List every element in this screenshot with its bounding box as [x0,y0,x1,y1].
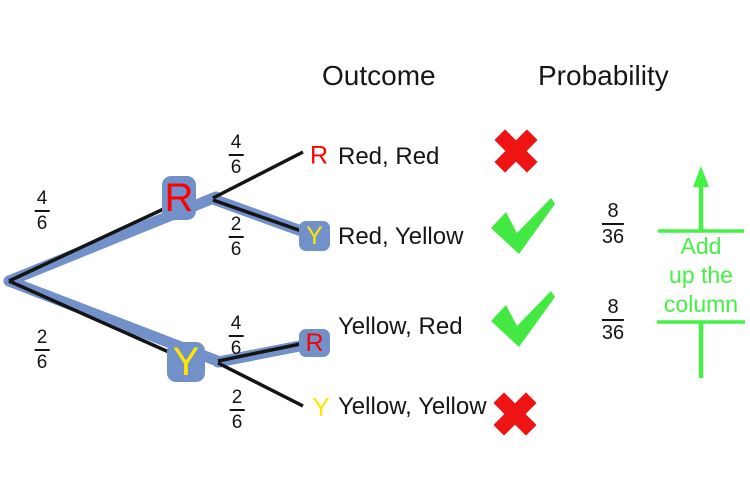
fraction-root-top: 4 6 [34,189,50,234]
fraction-denominator: 6 [231,412,243,433]
fraction-numerator: 4 [34,189,50,212]
fraction-numerator: 2 [229,388,245,411]
cross-icon [493,392,537,436]
node-letter: R [305,328,324,357]
annotation-line-2: up the [669,262,733,288]
fraction-root-bottom: 2 6 [34,328,50,373]
annotation-line-3: column [663,291,739,317]
fraction-numerator: 2 [34,328,50,351]
probability-column-header: Probability [538,60,669,91]
fraction-denominator: 6 [36,213,48,234]
fraction-denominator: 6 [230,239,242,260]
node-letter: Y [172,340,200,384]
branch-R-to-RedRed [212,150,304,200]
branch-R-to-RedYellow [212,198,311,236]
outcome-label-yellow-yellow: Yellow, Yellow [338,393,487,420]
fraction-denominator: 6 [230,157,242,178]
fraction-denominator: 6 [36,352,48,373]
branch-root-to-R [8,198,184,283]
node-Y-red-yellow: Y [299,221,330,251]
fraction-denominator: 36 [601,322,625,344]
branch-Y-to-YellowRed [217,340,311,363]
node-Y-level1: Y [167,342,205,382]
node-letter: R [164,176,194,220]
outcome-column-header: Outcome [322,60,436,91]
fraction-R-bottom: 2 6 [228,215,244,260]
annotation-line-1: Add [680,233,722,259]
check-icon [491,291,555,347]
fraction-Y-top: 4 6 [228,314,244,359]
outcome-label-yellow-red: Yellow, Red [338,313,463,340]
end-letter-R-red-red: R [309,141,329,170]
probability-yellow-red: 8 36 [601,297,625,344]
fraction-denominator: 36 [601,226,625,248]
branch-lines [8,150,311,408]
fraction-denominator: 6 [230,338,242,359]
outcome-label-red-red: Red, Red [338,143,440,170]
branch-root-to-Y [8,279,190,363]
add-column-arrow [657,166,745,378]
outcome-label-red-yellow: Red, Yellow [338,223,464,250]
highlighted-branches [3,191,321,368]
fraction-numerator: 8 [601,201,625,225]
node-letter: Y [306,221,323,250]
fraction-numerator: 4 [228,314,244,337]
end-letter-Y-yellow-yellow: Y [312,392,330,422]
fraction-numerator: 2 [228,215,244,238]
arrow-up-head-icon [693,166,709,187]
fraction-numerator: 4 [228,133,244,156]
node-R-yellow-red: R [299,329,330,357]
fraction-numerator: 8 [601,297,625,321]
fraction-R-top: 4 6 [228,133,244,178]
probability-red-yellow: 8 36 [601,201,625,248]
check-icon [491,198,555,254]
node-R-level1: R [162,176,196,220]
branch-Y-to-YellowYellow [217,361,304,408]
fraction-Y-bottom: 2 6 [229,388,245,433]
cross-icon [494,129,538,173]
